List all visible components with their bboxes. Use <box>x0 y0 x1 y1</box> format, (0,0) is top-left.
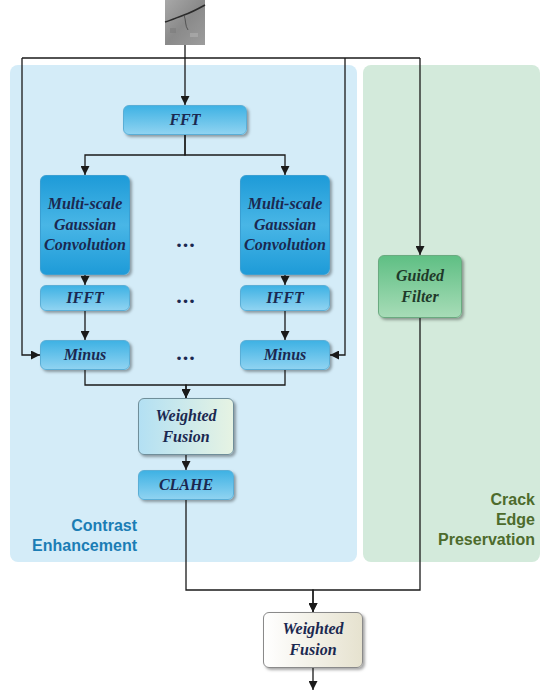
fusion-box: Weighted Fusion <box>138 398 234 455</box>
process-box: CLAHE <box>138 470 234 500</box>
box-label: Weighted Fusion <box>141 406 231 448</box>
ellipsis-mark: ... <box>176 285 196 307</box>
process-box: Guided Filter <box>378 255 462 318</box>
box-label: Weighted Fusion <box>266 619 360 661</box>
box-label: FFT <box>169 110 200 131</box>
box-label: Guided Filter <box>381 266 459 308</box>
group-panel: Contrast Enhancement FFT Multi-scale Gauss… <box>10 65 357 562</box>
process-box: IFFT <box>240 285 330 311</box>
process-box: FFT <box>123 105 247 135</box>
box-label: IFFT <box>266 288 303 309</box>
crack-line <box>165 5 205 22</box>
box-label: IFFT <box>66 288 103 309</box>
crack-image <box>165 0 205 45</box>
input-wire <box>22 57 420 58</box>
ellipsis-mark: ... <box>176 342 196 364</box>
panel-title: Contrast Enhancement <box>25 516 137 556</box>
crack-line <box>184 15 188 30</box>
panel-title: Crack Edge Preservation <box>435 490 535 550</box>
image-texture <box>170 28 176 33</box>
output-wire <box>312 668 313 690</box>
box-label: Minus <box>64 345 107 366</box>
fusion-box: Weighted Fusion <box>263 612 363 668</box>
box-label: Minus <box>264 345 307 366</box>
process-box: Multi-scale Gaussian Convolution <box>40 175 130 275</box>
box-label: CLAHE <box>159 475 213 496</box>
process-box: Multi-scale Gaussian Convolution <box>240 175 330 275</box>
image-background <box>165 0 205 45</box>
group-panel: Crack Edge Preservation Guided Filter <box>363 65 540 562</box>
process-box: Minus <box>240 340 330 370</box>
ellipsis-mark: ... <box>176 229 196 251</box>
box-label: Multi-scale Gaussian Convolution <box>43 194 127 256</box>
process-box: IFFT <box>40 285 130 311</box>
process-box: Minus <box>40 340 130 370</box>
box-label: Multi-scale Gaussian Convolution <box>243 194 327 256</box>
image-texture <box>190 33 198 37</box>
